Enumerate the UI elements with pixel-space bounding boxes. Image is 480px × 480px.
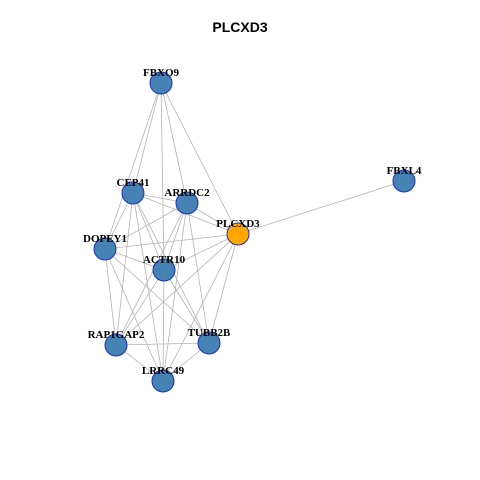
edge-arrdc2-dopey1: [104, 202, 188, 250]
node-plcxd3: [226, 222, 250, 246]
node-cep41: [121, 181, 145, 205]
edge-fbxo9-actr10: [160, 82, 165, 271]
node-dopey1: [93, 237, 117, 261]
edge-arrdc2-rap1gap2: [115, 202, 188, 346]
node-label-actr10: ACTR10: [143, 254, 186, 266]
node-fbxo9: [149, 71, 173, 95]
node-tubb2b: [197, 331, 221, 355]
edge-cep41-actr10: [132, 192, 165, 271]
edge-plcxd3-fbxl4: [237, 180, 405, 235]
node-fbxl4: [392, 169, 416, 193]
edge-actr10-lrrc49: [162, 269, 165, 382]
edge-plcxd3-rap1gap2: [115, 233, 239, 346]
edge-actr10-tubb2b: [163, 269, 210, 344]
node-label-tubb2b: TUBB2B: [188, 327, 231, 339]
edge-dopey1-tubb2b: [104, 248, 210, 344]
edge-plcxd3-lrrc49: [162, 233, 239, 382]
node-layer: [93, 71, 416, 393]
edge-fbxo9-plcxd3: [160, 82, 239, 235]
edge-plcxd3-actr10: [163, 233, 239, 271]
edge-plcxd3-dopey1: [104, 233, 239, 250]
node-actr10: [152, 258, 176, 282]
edge-arrdc2-tubb2b: [186, 202, 210, 344]
edge-layer: [104, 82, 405, 382]
node-rap1gap2: [104, 333, 128, 357]
edge-cep41-rap1gap2: [115, 192, 134, 346]
node-label-plcxd3: PLCXD3: [216, 218, 260, 230]
edge-fbxo9-arrdc2: [160, 82, 188, 204]
edge-dopey1-lrrc49: [104, 248, 164, 382]
edge-actr10-rap1gap2: [115, 269, 165, 346]
edge-cep41-lrrc49: [132, 192, 164, 382]
node-label-lrrc49: LRRC49: [142, 365, 185, 377]
node-label-dopey1: DOPEY1: [83, 233, 127, 245]
figure-title: PLCXD3: [212, 19, 268, 35]
node-lrrc49: [151, 369, 175, 393]
edge-fbxo9-cep41: [132, 82, 162, 194]
node-label-fbxo9: FBXO9: [143, 67, 180, 79]
node-label-rap1gap2: RAP1GAP2: [88, 329, 145, 341]
node-label-cep41: CEP41: [117, 177, 150, 189]
edge-dopey1-rap1gap2: [104, 248, 117, 346]
node-arrdc2: [175, 191, 199, 215]
edge-fbxo9-dopey1: [104, 82, 162, 250]
node-label-arrdc2: ARRDC2: [164, 187, 210, 199]
edge-arrdc2-actr10: [163, 202, 188, 271]
edge-plcxd3-tubb2b: [208, 233, 239, 344]
edge-arrdc2-lrrc49: [162, 202, 188, 382]
edge-rap1gap2-tubb2b: [115, 342, 210, 346]
node-label-fbxl4: FBXL4: [387, 165, 422, 177]
